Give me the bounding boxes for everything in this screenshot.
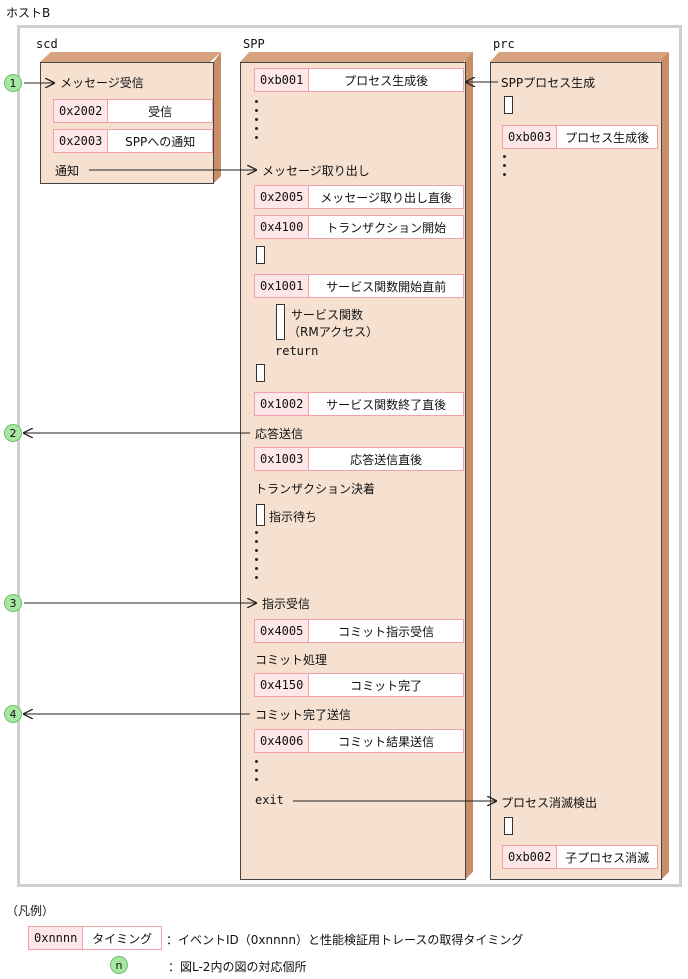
spp-event-0x4100: 0x4100 トランザクション開始: [254, 215, 464, 239]
legend-sample-id: 0xnnnn: [29, 927, 84, 949]
scd-event-0x2003: 0x2003 SPPへの通知: [53, 129, 213, 153]
spp-wait-instruction: 指示待ち: [269, 510, 318, 524]
spp-event-0x1003: 0x1003 応答送信直後: [254, 447, 464, 471]
host-title: ホストB: [6, 6, 51, 20]
event-id: 0x2005: [255, 186, 310, 208]
event-label: プロセス生成後: [565, 130, 650, 145]
event-id: 0x1002: [255, 393, 310, 415]
scd-process-top-face: [40, 52, 221, 62]
event-id: 0x2002: [54, 100, 109, 122]
spp-take-message: メッセージ取り出し: [262, 164, 370, 178]
event-id: 0x2003: [54, 130, 109, 152]
spp-process-top-face: [240, 52, 473, 62]
event-label: メッセージ取り出し直後: [320, 190, 453, 205]
spp-event-0x1002: 0x1002 サービス関数終了直後: [254, 392, 464, 416]
event-label: サービス関数開始直前: [326, 279, 447, 294]
legend-event-sample: 0xnnnn タイミング: [28, 926, 162, 950]
prc-activation-box-2: [504, 817, 513, 835]
event-id: 0xb002: [503, 846, 558, 868]
scd-event-0x2002: 0x2002 受信: [53, 99, 213, 123]
spp-continuation-dots-3: [255, 760, 259, 787]
prc-process-side-face: [661, 52, 669, 880]
legend-event-desc: ：イベントID（0xnnnn）と性能検証用トレースの取得タイミング: [166, 933, 524, 947]
spp-process-side-face: [465, 52, 473, 880]
spp-event-0x4005: 0x4005 コミット指示受信: [254, 619, 464, 643]
spp-service-func: サービス関数: [291, 308, 364, 322]
prc-process-top-face: [490, 52, 669, 62]
prc-event-0xb003: 0xb003 プロセス生成後: [502, 125, 658, 149]
event-label: SPPへの通知: [125, 134, 196, 149]
spp-send-response: 応答送信: [255, 427, 304, 441]
legend-marker-desc: ：図L-2内の図の対応個所: [168, 960, 307, 974]
legend-sample-label: タイミング: [92, 931, 153, 946]
marker-3: 3: [4, 594, 22, 612]
marker-2: 2: [4, 424, 22, 442]
event-id: 0xb001: [255, 69, 310, 91]
scd-process-side-face: [213, 52, 221, 184]
spp-event-0xb001: 0xb001 プロセス生成後: [254, 68, 464, 92]
prc-continuation-dots: [503, 155, 507, 182]
spp-event-0x4006: 0x4006 コミット結果送信: [254, 729, 464, 753]
spp-event-0x4150: 0x4150 コミット完了: [254, 673, 464, 697]
legend-title: （凡例）: [6, 904, 55, 918]
spp-send-commit-done: コミット完了送信: [255, 708, 352, 722]
event-id: 0xb003: [503, 126, 558, 148]
event-id: 0x1001: [255, 275, 310, 297]
event-id: 0x1003: [255, 448, 310, 470]
scd-notify: 通知: [55, 164, 80, 178]
event-label: プロセス生成後: [344, 73, 429, 88]
event-label: コミット結果送信: [338, 734, 435, 749]
scd-receive-message: メッセージ受信: [60, 76, 144, 90]
event-id: 0x4005: [255, 620, 310, 642]
event-label: コミット指示受信: [338, 624, 435, 639]
marker-1: 1: [4, 74, 22, 92]
spp-wait-box: [256, 504, 265, 526]
event-label: 受信: [148, 104, 173, 119]
spp-service-func-box: [276, 304, 285, 340]
spp-commit-process: コミット処理: [255, 653, 328, 667]
scd-process-box: [40, 62, 214, 184]
spp-receive-instruction: 指示受信: [262, 597, 311, 611]
event-label: コミット完了: [350, 678, 423, 693]
prc-detect-exit: プロセス消滅検出: [501, 796, 598, 810]
spp-exit: exit: [255, 793, 284, 807]
spp-continuation-dots-1: [255, 100, 259, 145]
event-label: 応答送信直後: [350, 452, 423, 467]
legend-marker-sample: n: [110, 956, 128, 974]
spp-activation-box-2: [256, 364, 265, 382]
marker-4: 4: [4, 705, 22, 723]
column-spp-label: SPP: [243, 37, 265, 51]
event-id: 0x4006: [255, 730, 310, 752]
event-id: 0x4150: [255, 674, 310, 696]
prc-spp-create: SPPプロセス生成: [501, 76, 596, 90]
prc-activation-box-1: [504, 96, 513, 114]
prc-event-0xb002: 0xb002 子プロセス消滅: [502, 845, 658, 869]
column-scd-label: scd: [36, 37, 58, 51]
event-label: トランザクション開始: [326, 220, 447, 235]
spp-continuation-dots-2: [255, 531, 259, 585]
spp-return: return: [275, 344, 319, 358]
spp-activation-box-1: [256, 246, 265, 264]
event-id: 0x4100: [255, 216, 310, 238]
spp-rm-access: （RMアクセス）: [288, 325, 379, 339]
prc-process-box: [490, 62, 662, 880]
event-label: 子プロセス消滅: [565, 850, 650, 865]
spp-event-0x2005: 0x2005 メッセージ取り出し直後: [254, 185, 464, 209]
spp-tx-settle: トランザクション決着: [255, 482, 376, 496]
spp-event-0x1001: 0x1001 サービス関数開始直前: [254, 274, 464, 298]
column-prc-label: prc: [493, 37, 515, 51]
event-label: サービス関数終了直後: [326, 397, 447, 412]
